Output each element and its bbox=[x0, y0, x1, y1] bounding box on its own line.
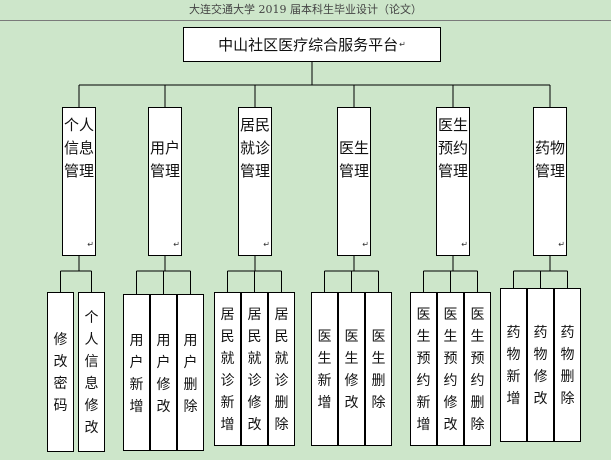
child-label: 用户删除 bbox=[183, 332, 198, 415]
child-label: 药物修改 bbox=[533, 325, 548, 407]
child-label: 医生预约删除 bbox=[470, 307, 485, 433]
child-box: 医生新增 bbox=[311, 292, 338, 446]
child-label: 药物删除 bbox=[560, 325, 575, 407]
child-label: 用户修改 bbox=[156, 332, 171, 415]
child-box: 药物新增 bbox=[500, 288, 527, 442]
header-rule bbox=[0, 20, 611, 21]
child-box: 居民就诊删除 bbox=[268, 292, 295, 446]
module-label: 居民就诊管理 bbox=[239, 115, 270, 180]
child-box: 用户删除 bbox=[177, 294, 204, 451]
child-box: 药物删除 bbox=[554, 288, 581, 442]
child-box: 个人信息修改 bbox=[78, 292, 105, 452]
child-box: 修改密码 bbox=[47, 292, 74, 452]
child-label: 用户新增 bbox=[129, 332, 144, 415]
paragraph-mark: ↵ bbox=[263, 240, 270, 249]
child-label: 个人信息修改 bbox=[84, 310, 99, 436]
child-box: 用户修改 bbox=[150, 294, 177, 451]
root-label: 中山社区医疗综合服务平台 bbox=[218, 36, 399, 54]
module-box: 医生管理 ↵ bbox=[337, 107, 371, 256]
child-label: 居民就诊新增 bbox=[220, 307, 235, 433]
child-label: 药物新增 bbox=[506, 325, 521, 407]
child-box: 用户新增 bbox=[123, 294, 150, 451]
root-box: 中山社区医疗综合服务平台↵ bbox=[183, 27, 441, 62]
module-box: 医生预约管理 ↵ bbox=[436, 107, 470, 256]
module-box: 居民就诊管理 ↵ bbox=[238, 107, 272, 256]
child-box: 居民就诊新增 bbox=[214, 292, 241, 446]
child-label: 医生删除 bbox=[371, 329, 386, 411]
child-label: 医生新增 bbox=[317, 329, 332, 411]
module-label: 医生管理 bbox=[338, 138, 369, 180]
module-box: 用户管理 ↵ bbox=[148, 107, 182, 256]
module-label: 用户管理 bbox=[149, 138, 180, 180]
child-label: 医生修改 bbox=[344, 329, 359, 411]
module-label: 个人信息管理 bbox=[63, 115, 94, 180]
child-box: 医生预约新增 bbox=[410, 292, 437, 446]
module-label: 医生预约管理 bbox=[437, 115, 468, 180]
child-box: 药物修改 bbox=[527, 288, 554, 442]
child-box: 医生预约删除 bbox=[464, 292, 491, 446]
paragraph-mark: ↵ bbox=[362, 240, 369, 249]
paragraph-mark: ↵ bbox=[87, 240, 94, 249]
child-box: 医生修改 bbox=[338, 292, 365, 446]
child-label: 医生预约新增 bbox=[416, 307, 431, 433]
module-box: 个人信息管理 ↵ bbox=[62, 107, 96, 256]
child-label: 居民就诊修改 bbox=[247, 307, 262, 433]
child-box: 医生预约修改 bbox=[437, 292, 464, 446]
child-label: 居民就诊删除 bbox=[274, 307, 289, 433]
child-label: 修改密码 bbox=[53, 332, 68, 414]
paragraph-mark: ↵ bbox=[399, 40, 406, 49]
paragraph-mark: ↵ bbox=[558, 240, 565, 249]
child-box: 居民就诊修改 bbox=[241, 292, 268, 446]
paragraph-mark: ↵ bbox=[461, 240, 468, 249]
child-label: 医生预约修改 bbox=[443, 307, 458, 433]
module-box: 药物管理 ↵ bbox=[533, 107, 567, 256]
child-box: 医生删除 bbox=[365, 292, 392, 446]
page-header: 大连交通大学 2019 届本科生毕业设计（论文） bbox=[189, 3, 422, 16]
paragraph-mark: ↵ bbox=[173, 240, 180, 249]
module-label: 药物管理 bbox=[534, 138, 565, 180]
